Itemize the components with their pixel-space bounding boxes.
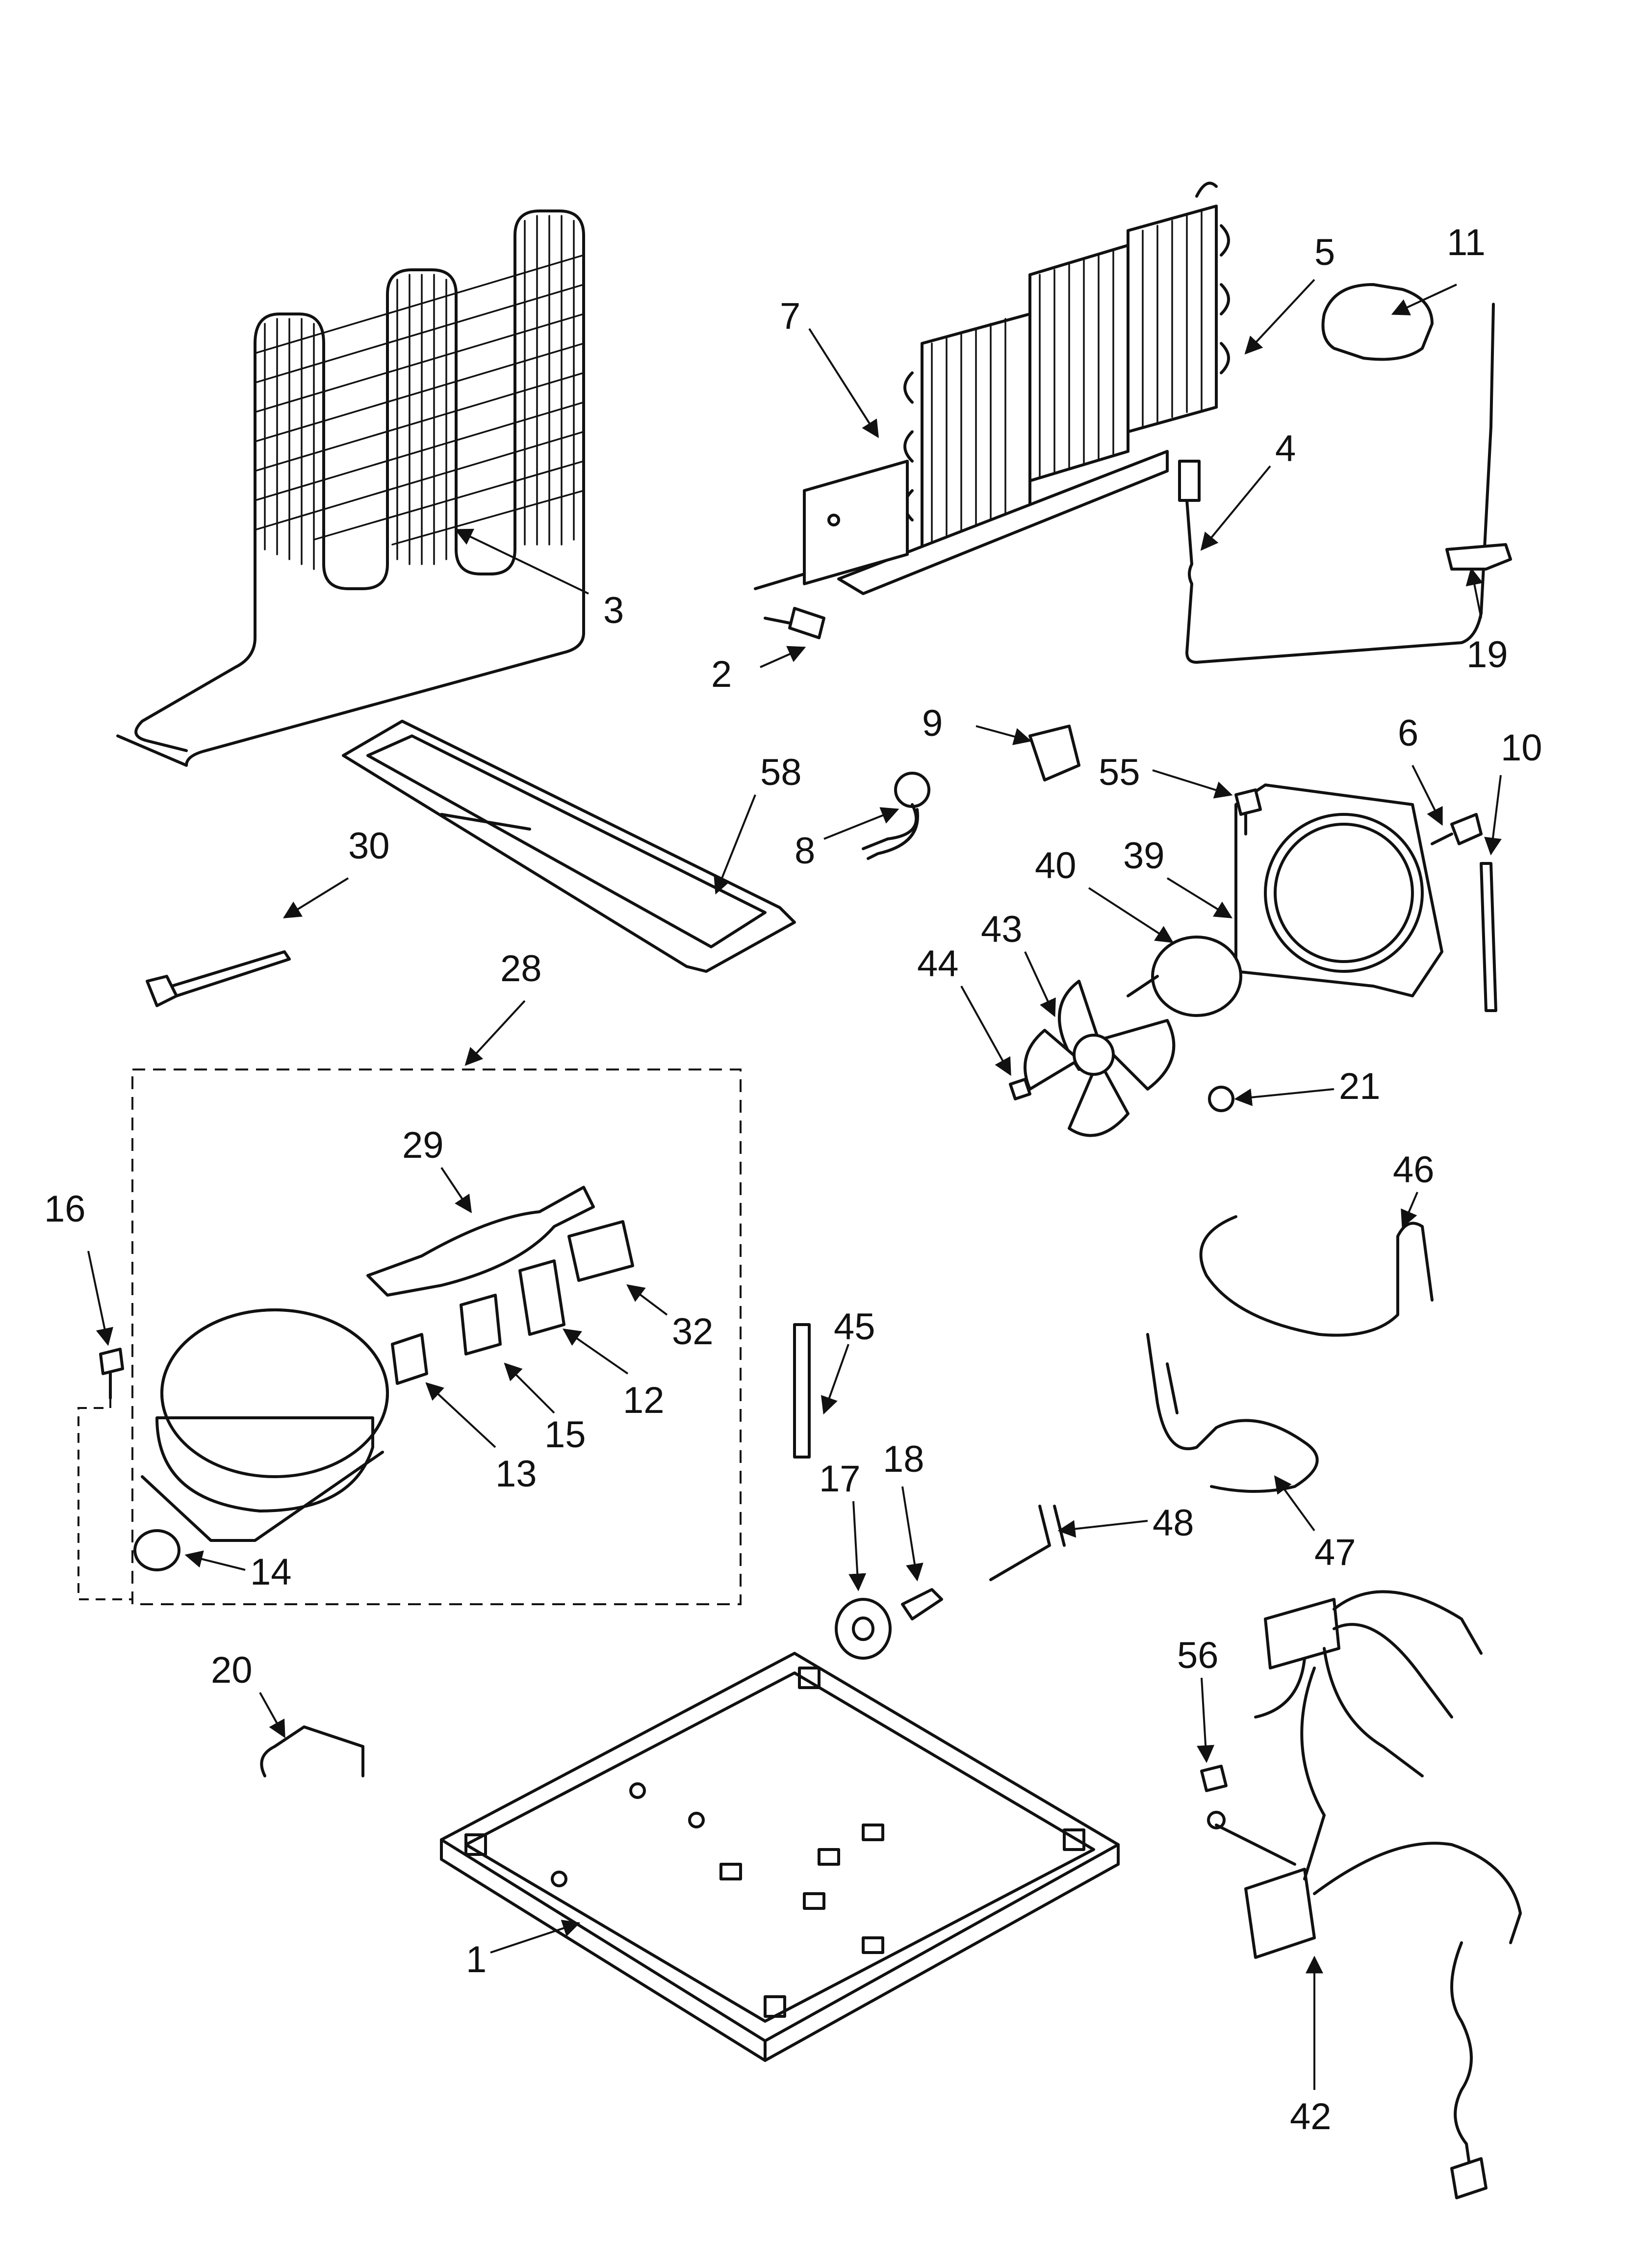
- callout-15: 15: [544, 1414, 586, 1456]
- axle: [901, 1588, 943, 1620]
- callout-5: 5: [1314, 232, 1335, 273]
- callout-3: 3: [603, 590, 624, 631]
- callout-46: 46: [1393, 1149, 1435, 1191]
- callout-9: 9: [922, 703, 943, 744]
- gasket-strip: [1480, 862, 1497, 1012]
- drier: [366, 1186, 595, 1297]
- callout-leaders: [87, 279, 1502, 2090]
- callout-17: 17: [819, 1458, 861, 1500]
- grommet-14: [133, 1529, 180, 1571]
- callout-14: 14: [250, 1551, 292, 1593]
- screw-2: [764, 607, 825, 639]
- callout-40: 40: [1035, 845, 1077, 886]
- callout-10: 10: [1501, 727, 1542, 769]
- condenser: [116, 209, 585, 767]
- callout-55: 55: [1099, 752, 1140, 793]
- callout-58: 58: [760, 752, 802, 793]
- relay: [518, 1259, 565, 1336]
- callout-18: 18: [883, 1438, 924, 1480]
- callout-48: 48: [1153, 1502, 1194, 1544]
- callout-32: 32: [672, 1311, 714, 1353]
- fan-blade: [1024, 980, 1176, 1137]
- callout-labels: 3 2 7 5 11 4 19 9 8 58 55 6 10 39 40 43 …: [44, 222, 1542, 2138]
- callout-13: 13: [495, 1453, 537, 1495]
- tube-47: [1146, 1333, 1319, 1493]
- callout-11: 11: [1447, 222, 1486, 263]
- cable-tie: [146, 950, 291, 1007]
- callout-45: 45: [834, 1306, 875, 1348]
- clip-19: [1445, 543, 1512, 571]
- fan-shroud: [1234, 783, 1443, 997]
- callout-6: 6: [1398, 712, 1418, 754]
- callout-56: 56: [1177, 1635, 1219, 1676]
- overload: [460, 1294, 502, 1356]
- callout-47: 47: [1314, 1532, 1356, 1573]
- pin-45: [793, 1323, 811, 1459]
- callout-7: 7: [780, 295, 800, 337]
- sensor-8: [862, 772, 930, 860]
- screw-55: [1234, 788, 1262, 835]
- callout-43: 43: [981, 909, 1023, 950]
- wire-clip-20: [260, 1725, 364, 1777]
- clip-44: [1009, 1078, 1031, 1100]
- callout-16: 16: [44, 1188, 86, 1230]
- callout-28: 28: [500, 948, 542, 990]
- compressor: [141, 1308, 389, 1542]
- callout-21: 21: [1339, 1066, 1381, 1107]
- compressor-kit-box: [131, 1069, 742, 1605]
- callout-42: 42: [1290, 2096, 1332, 2138]
- fan-motor: [1127, 936, 1242, 1017]
- tube-46: [1199, 1215, 1434, 1337]
- callout-12: 12: [623, 1380, 665, 1421]
- tube-48: [989, 1505, 1066, 1581]
- base-pan: [440, 1652, 1120, 2062]
- screw-6: [1431, 813, 1483, 845]
- callout-1: 1: [466, 1939, 487, 1981]
- defrost-heater-bracket: [754, 460, 909, 590]
- callout-44: 44: [917, 943, 959, 985]
- callout-8: 8: [795, 830, 815, 872]
- callout-20: 20: [211, 1649, 253, 1691]
- callout-39: 39: [1123, 835, 1165, 877]
- terminal-cover: [391, 1333, 428, 1385]
- capacitor: [567, 1220, 634, 1282]
- roller: [835, 1598, 892, 1660]
- drain-trough: [342, 720, 796, 973]
- screw-56: [1200, 1765, 1228, 1829]
- callout-29: 29: [402, 1124, 444, 1166]
- bracket-9: [1028, 725, 1080, 782]
- callout-4: 4: [1275, 428, 1296, 469]
- wiring-harness: [1215, 1590, 1522, 2199]
- callout-30: 30: [348, 825, 390, 867]
- evaporator: [837, 182, 1230, 595]
- callout-19: 19: [1466, 634, 1508, 676]
- callout-2: 2: [711, 653, 732, 695]
- defrost-harness: [1178, 303, 1495, 664]
- thermostat-cover: [1321, 283, 1434, 361]
- bolt-16: [77, 1348, 132, 1600]
- grommet-21: [1208, 1086, 1234, 1112]
